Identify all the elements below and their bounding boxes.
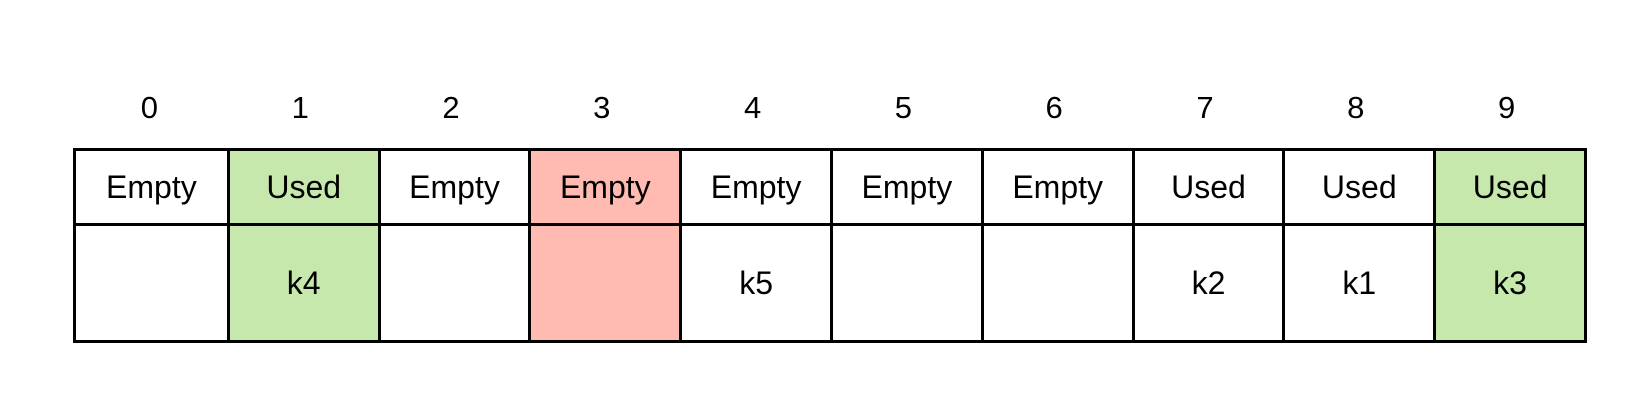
slot-index: 2 xyxy=(442,90,460,125)
slot-1: Used k4 xyxy=(226,151,378,340)
slot-key: k1 xyxy=(1342,264,1377,301)
slot-0: Empty xyxy=(76,151,227,340)
slot-key xyxy=(833,226,981,340)
slot-key: k5 xyxy=(739,264,773,301)
slot-key: k3 xyxy=(1493,264,1527,301)
slot-index: 7 xyxy=(1196,90,1214,125)
slot-status: Empty xyxy=(983,151,1132,226)
slot-4: Empty k5 xyxy=(679,151,830,340)
slot-9: Used k3 xyxy=(1433,151,1584,340)
slot-status: Used xyxy=(1436,151,1584,226)
slot-status: Empty xyxy=(76,151,227,226)
slot-2: Empty xyxy=(377,151,529,340)
slot-status: Used xyxy=(1285,151,1434,226)
slot-index: 6 xyxy=(1045,90,1063,125)
slot-status: Empty xyxy=(682,151,830,226)
slot-key xyxy=(531,226,679,340)
slot-index: 5 xyxy=(894,90,912,125)
slot-7: Used k2 xyxy=(1131,151,1283,340)
slot-key: k4 xyxy=(286,264,321,301)
slot-6: Empty xyxy=(980,151,1132,340)
slot-status: Empty xyxy=(832,151,981,226)
slot-8: Used k1 xyxy=(1282,151,1434,340)
slot-status: Used xyxy=(1134,151,1283,226)
hash-table: Empty Used k4 Empty Empty Empty k5 Empty… xyxy=(73,148,1587,343)
slot-index: 0 xyxy=(140,90,159,125)
slot-key xyxy=(76,226,227,340)
slot-index: 8 xyxy=(1347,90,1365,125)
slot-status: Empty xyxy=(380,151,529,226)
slot-index-row: 0 1 2 3 4 5 6 7 8 9 xyxy=(74,88,1582,128)
slot-index: 9 xyxy=(1497,90,1516,125)
slot-key: k2 xyxy=(1191,264,1226,301)
slot-index: 1 xyxy=(291,90,309,125)
slot-index: 4 xyxy=(743,90,762,125)
slot-key xyxy=(381,226,529,340)
slot-5: Empty xyxy=(829,151,981,340)
slot-status: Empty xyxy=(531,151,680,226)
slot-key xyxy=(984,226,1132,340)
slot-3: Empty xyxy=(528,151,680,340)
slot-status: Used xyxy=(229,151,378,226)
slot-index: 3 xyxy=(593,90,611,125)
